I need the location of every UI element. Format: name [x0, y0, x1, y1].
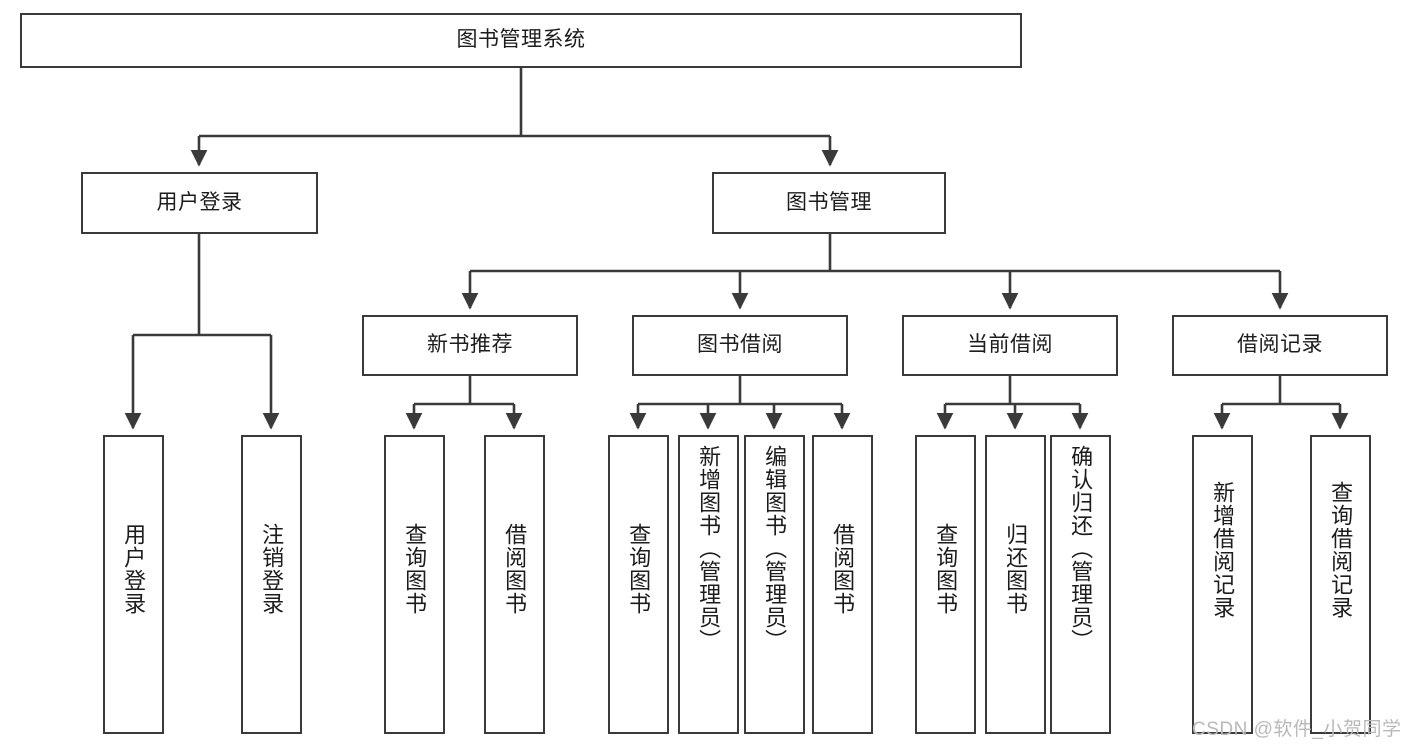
node-borrow-record[interactable]: 借阅记录	[1172, 315, 1388, 376]
leaf-add-record[interactable]: 新增借阅记录	[1192, 435, 1253, 734]
node-book-manage[interactable]: 图书管理	[712, 172, 946, 234]
node-user-login-label: 用户登录	[156, 190, 243, 214]
leaf-query-book-1[interactable]: 查询图书	[384, 435, 445, 734]
leaf-borrow-book-2-label: 借阅图书	[830, 523, 856, 615]
node-current-borrow-label: 当前借阅	[967, 333, 1053, 357]
leaf-query-book-3-label: 查询图书	[933, 523, 959, 615]
leaf-add-book[interactable]: 新增图书（管理员）	[678, 435, 739, 734]
leaf-borrow-book-1[interactable]: 借阅图书	[484, 435, 545, 734]
leaf-query-record[interactable]: 查询借阅记录	[1310, 435, 1371, 734]
leaf-edit-book[interactable]: 编辑图书（管理员）	[744, 435, 805, 734]
leaf-add-book-label: 新增图书（管理员）	[696, 445, 722, 652]
leaf-logout-label: 注销登录	[259, 523, 285, 615]
leaf-query-record-label: 查询借阅记录	[1328, 481, 1354, 619]
node-book-manage-label: 图书管理	[786, 190, 872, 214]
leaf-user-login-label: 用户登录	[121, 523, 147, 615]
leaf-query-book-1-label: 查询图书	[402, 523, 428, 615]
node-borrow-record-label: 借阅记录	[1237, 333, 1323, 357]
node-root[interactable]: 图书管理系统	[20, 13, 1022, 68]
leaf-edit-book-label: 编辑图书（管理员）	[762, 445, 788, 652]
leaf-add-record-label: 新增借阅记录	[1210, 481, 1236, 619]
leaf-query-book-2-label: 查询图书	[626, 523, 652, 615]
leaf-borrow-book-1-label: 借阅图书	[502, 523, 528, 615]
node-book-borrow[interactable]: 图书借阅	[632, 315, 848, 376]
leaf-logout[interactable]: 注销登录	[241, 435, 302, 734]
node-root-label: 图书管理系统	[456, 28, 586, 52]
leaf-confirm-return-label: 确认归还（管理员）	[1068, 445, 1094, 652]
leaf-return-book[interactable]: 归还图书	[985, 435, 1046, 734]
leaf-confirm-return[interactable]: 确认归还（管理员）	[1050, 435, 1111, 734]
node-new-book-recommend[interactable]: 新书推荐	[362, 315, 578, 376]
leaf-query-book-3[interactable]: 查询图书	[915, 435, 976, 734]
node-new-book-recommend-label: 新书推荐	[427, 333, 513, 357]
leaf-return-book-label: 归还图书	[1003, 523, 1029, 615]
leaf-query-book-2[interactable]: 查询图书	[608, 435, 669, 734]
leaf-user-login[interactable]: 用户登录	[103, 435, 164, 734]
node-user-login[interactable]: 用户登录	[81, 172, 318, 234]
csdn-watermark: CSDN @软件_小贺同学	[1192, 719, 1402, 740]
leaf-borrow-book-2[interactable]: 借阅图书	[812, 435, 873, 734]
node-current-borrow[interactable]: 当前借阅	[902, 315, 1118, 376]
node-book-borrow-label: 图书借阅	[697, 333, 783, 357]
